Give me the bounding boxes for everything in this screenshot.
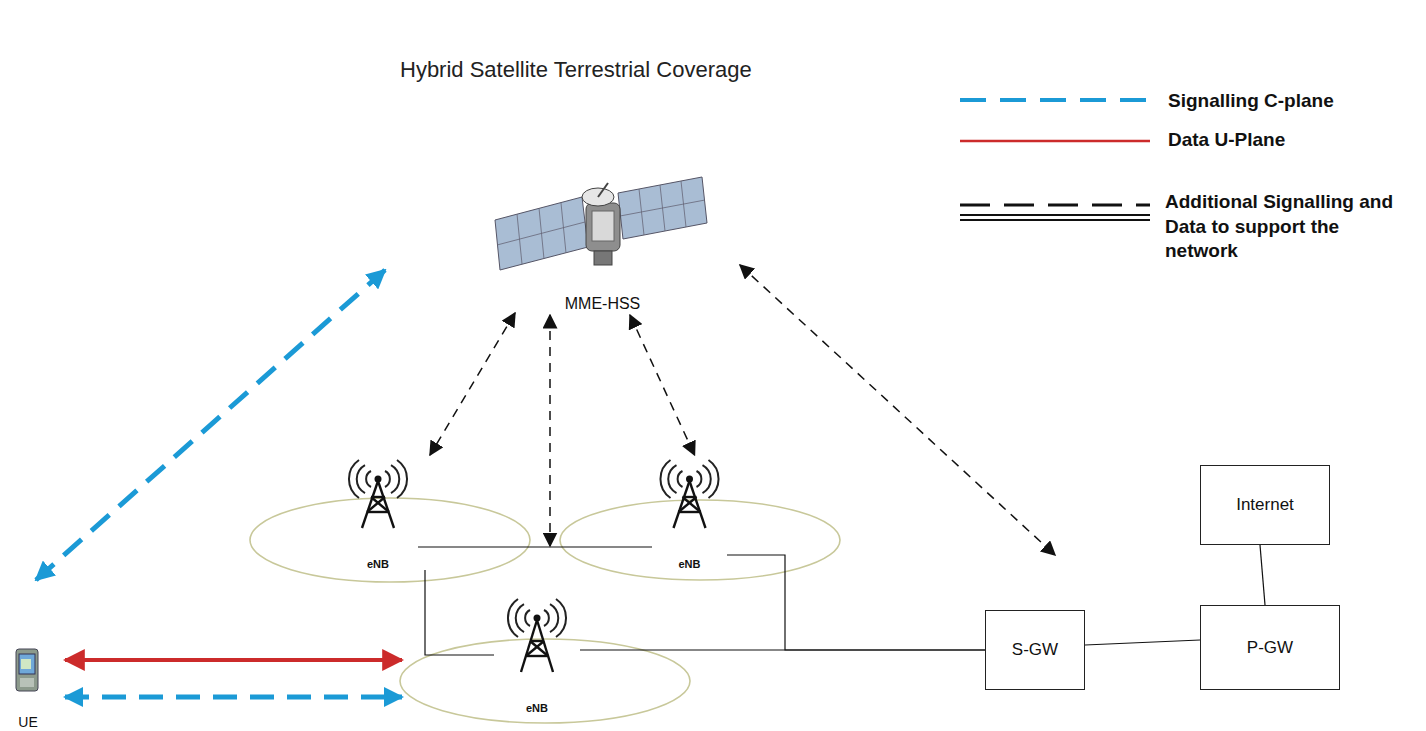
network-box: Internet (1200, 465, 1330, 545)
link-line (580, 649, 985, 650)
link-line (1085, 640, 1200, 645)
signal-arrow (430, 313, 515, 455)
node-label: MME-HSS (565, 295, 641, 313)
node-icon (494, 594, 580, 696)
legend-samples (960, 100, 1150, 220)
node-label: Internet (1236, 495, 1294, 515)
node-label: P-GW (1247, 638, 1293, 658)
network-box: P-GW (1200, 605, 1340, 690)
link-line (727, 555, 985, 650)
base-station-node: eNB (338, 455, 418, 570)
user-equipment-node: UE (8, 645, 48, 730)
signal-arrow (630, 315, 695, 455)
node-icon (490, 175, 715, 275)
node-label: S-GW (1012, 640, 1058, 660)
signal-arrow (36, 270, 385, 580)
node-label: UE (18, 714, 37, 730)
node-icon (652, 455, 727, 552)
signal-arrow (740, 265, 1055, 555)
node-label: eNB (678, 558, 700, 570)
coverage-ellipses (250, 498, 840, 723)
node-label: eNB (526, 702, 548, 714)
link-line (1260, 545, 1265, 605)
link-line (418, 546, 652, 547)
node-label: eNB (367, 558, 389, 570)
legend-text: Data U-Plane (1168, 128, 1285, 153)
node-icon (8, 645, 48, 695)
node-icon (338, 455, 418, 552)
link-line (425, 570, 494, 655)
satellite-node: MME-HSS (490, 175, 715, 313)
signal-arrow (65, 695, 402, 700)
legend-text: Additional Signalling and Data to suppor… (1165, 190, 1417, 264)
network-box: S-GW (985, 610, 1085, 690)
base-station-node: eNB (652, 455, 727, 570)
base-station-node: eNB (494, 594, 580, 714)
diagram-title: Hybrid Satellite Terrestrial Coverage (400, 57, 752, 83)
signal-arrow (549, 315, 551, 546)
legend-text: Signalling C-plane (1168, 89, 1334, 114)
signal-arrow (65, 658, 402, 662)
